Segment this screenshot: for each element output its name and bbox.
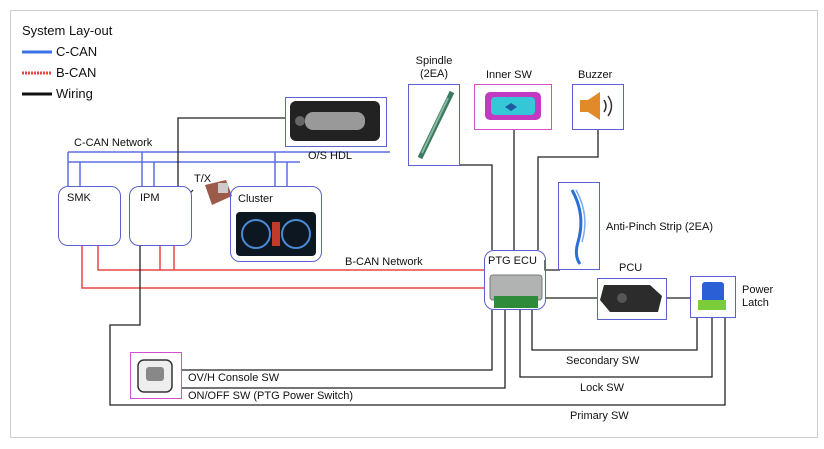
power-latch-box — [690, 276, 736, 318]
c-can-network-lines — [67, 151, 390, 186]
os-hdl-label: O/S HDL — [308, 150, 353, 162]
tx-key-fob-graphic — [205, 180, 232, 205]
wiring-lines — [109, 117, 726, 406]
ptg-ecu-module: PTG ECU — [484, 250, 546, 310]
ovh-console-box — [130, 352, 182, 399]
onoff-sw-label: ON/OFF SW (PTG Power Switch) — [188, 390, 354, 402]
power-latch-label-line1: Power — [742, 284, 774, 296]
spindle-label-line1: Spindle — [415, 55, 453, 67]
pcu-graphic — [600, 285, 662, 312]
inner-sw-label: Inner SW — [486, 69, 532, 81]
ovh-console-graphic — [137, 359, 173, 393]
secondary-sw-label: Secondary SW — [566, 355, 640, 367]
primary-sw-label: Primary SW — [570, 410, 629, 422]
power-latch-label-line2: Latch — [742, 297, 769, 309]
ipm-label: IPM — [140, 192, 160, 204]
inner-sw-graphic — [485, 92, 541, 120]
os-hdl-graphic — [290, 101, 380, 141]
power-latch-label: Power Latch — [742, 284, 773, 310]
legend-c-can-label: C-CAN — [56, 44, 98, 59]
spindle-label-line2: (2EA) — [419, 68, 449, 80]
lock-sw-label: Lock SW — [580, 382, 625, 394]
anti-pinch-box — [558, 182, 600, 270]
anti-pinch-strip-graphic — [570, 189, 586, 265]
spindle-graphic — [417, 90, 455, 160]
ptg-ecu-label: PTG ECU — [488, 255, 537, 267]
legend-title: System Lay-out — [22, 23, 113, 38]
ipm-module: IPM — [129, 186, 192, 246]
ovh-console-sw-label: OV/H Console SW — [188, 372, 280, 384]
diagram-frame — [10, 10, 818, 438]
ptg-ecu-module-graphic — [489, 274, 543, 308]
pcu-box — [597, 278, 667, 320]
buzzer-graphic — [580, 92, 613, 120]
spindle-box — [408, 84, 460, 166]
pcu-label: PCU — [619, 262, 643, 274]
spindle-label: Spindle (2EA) — [410, 55, 458, 81]
smk-module: SMK — [58, 186, 121, 246]
anti-pinch-label: Anti-Pinch Strip (2EA) — [606, 221, 713, 233]
cluster-label: Cluster — [238, 193, 273, 205]
inner-sw-box — [474, 84, 552, 130]
tx-label: T/X — [194, 173, 212, 185]
smk-label: SMK — [67, 192, 91, 204]
c-can-network-label: C-CAN Network — [74, 137, 153, 149]
cluster-module: Cluster — [230, 186, 322, 262]
power-latch-graphic — [698, 282, 726, 310]
b-can-network-lines — [81, 246, 485, 289]
legend-wiring-label: Wiring — [56, 86, 93, 101]
cluster-screen-graphic — [236, 212, 316, 256]
b-can-network-label: B-CAN Network — [345, 256, 423, 268]
os-hdl-box — [285, 97, 387, 147]
buzzer-box — [572, 84, 624, 130]
buzzer-label: Buzzer — [578, 69, 613, 81]
legend-b-can-label: B-CAN — [56, 65, 97, 80]
